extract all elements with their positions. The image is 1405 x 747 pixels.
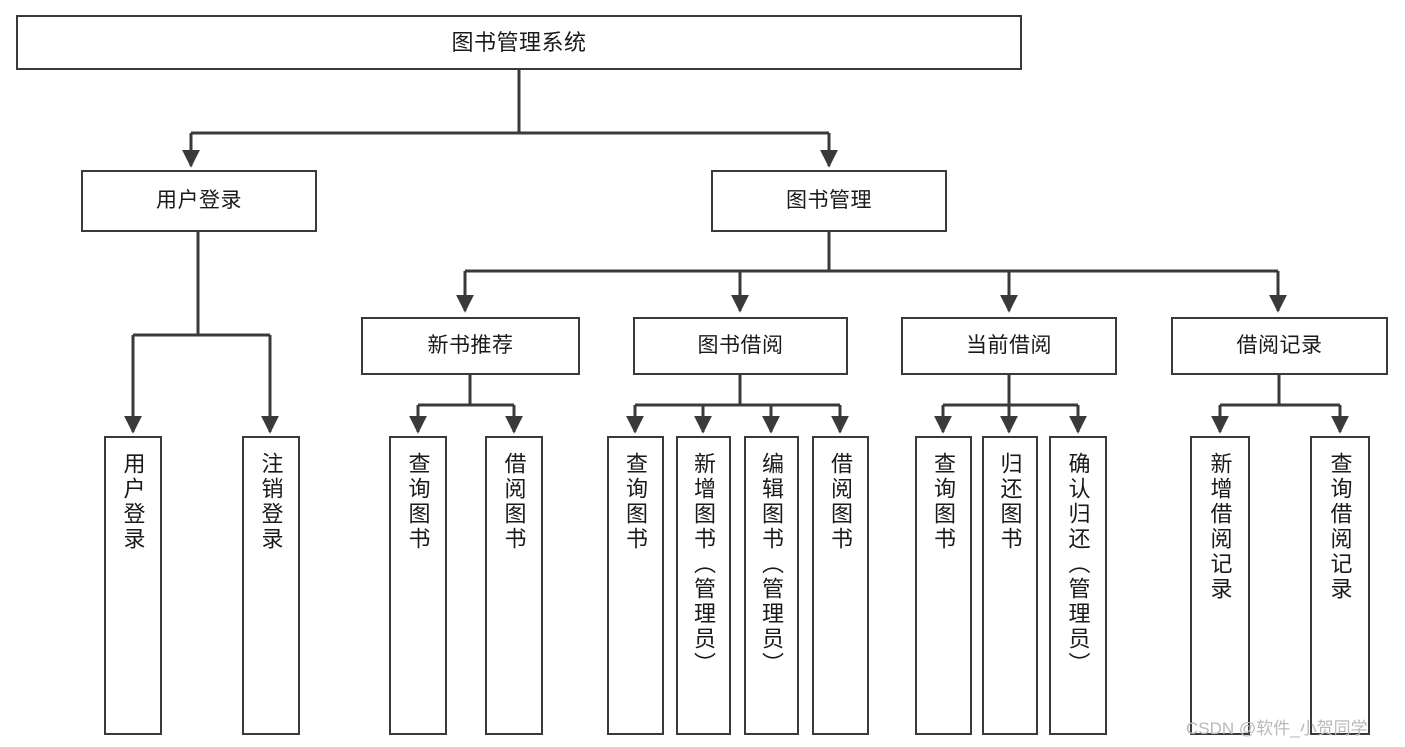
leaf-edit-book-admin[interactable]: 编辑图书（管理员）	[744, 436, 799, 735]
leaf-query-book-current[interactable]: 查询图书	[915, 436, 972, 735]
node-label: 借阅图书	[501, 452, 527, 552]
node-label: 图书管理系统	[451, 29, 587, 55]
leaf-query-borrowing-record[interactable]: 查询借阅记录	[1310, 436, 1370, 735]
node-label: 查询图书	[623, 452, 649, 552]
node-label: 注销登录	[258, 452, 284, 552]
leaf-return-book[interactable]: 归还图书	[982, 436, 1038, 735]
node-label: 图书借阅	[697, 333, 784, 357]
node-label: 新书推荐	[427, 333, 514, 357]
node-label: 当前借阅	[966, 333, 1052, 357]
leaf-add-borrowing-record[interactable]: 新增借阅记录	[1190, 436, 1250, 735]
leaf-add-book-admin[interactable]: 新增图书（管理员）	[676, 436, 731, 735]
leaf-logout[interactable]: 注销登录	[242, 436, 300, 735]
node-label: 新增图书（管理员）	[691, 452, 717, 677]
node-root-book-management-system[interactable]: 图书管理系统	[16, 15, 1022, 70]
node-label: 借阅记录	[1236, 333, 1323, 357]
node-label: 用户登录	[120, 452, 146, 552]
node-label: 借阅图书	[828, 452, 854, 552]
node-user-login[interactable]: 用户登录	[81, 170, 317, 232]
csdn-watermark: CSDN @软件_小贺同学	[1186, 719, 1368, 738]
node-label: 图书管理	[786, 188, 872, 212]
leaf-query-book-borrowing[interactable]: 查询图书	[607, 436, 664, 735]
node-book-borrowing[interactable]: 图书借阅	[633, 317, 848, 375]
leaf-borrow-book-borrowing[interactable]: 借阅图书	[812, 436, 869, 735]
leaf-confirm-return-admin[interactable]: 确认归还（管理员）	[1049, 436, 1107, 735]
node-new-book-recommendation[interactable]: 新书推荐	[361, 317, 580, 375]
node-current-borrowing[interactable]: 当前借阅	[901, 317, 1117, 375]
node-label: 用户登录	[156, 188, 242, 212]
node-label: 归还图书	[997, 452, 1023, 552]
node-book-management[interactable]: 图书管理	[711, 170, 947, 232]
node-borrowing-record[interactable]: 借阅记录	[1171, 317, 1388, 375]
node-label: 查询图书	[405, 452, 431, 552]
node-label: 编辑图书（管理员）	[759, 452, 785, 677]
node-label: 查询图书	[931, 452, 957, 552]
node-label: 查询借阅记录	[1327, 452, 1353, 602]
leaf-borrow-book-recommendation[interactable]: 借阅图书	[485, 436, 543, 735]
leaf-user-login[interactable]: 用户登录	[104, 436, 162, 735]
leaf-query-book-recommendation[interactable]: 查询图书	[389, 436, 447, 735]
node-label: 确认归还（管理员）	[1065, 452, 1091, 677]
node-label: 新增借阅记录	[1207, 452, 1233, 602]
